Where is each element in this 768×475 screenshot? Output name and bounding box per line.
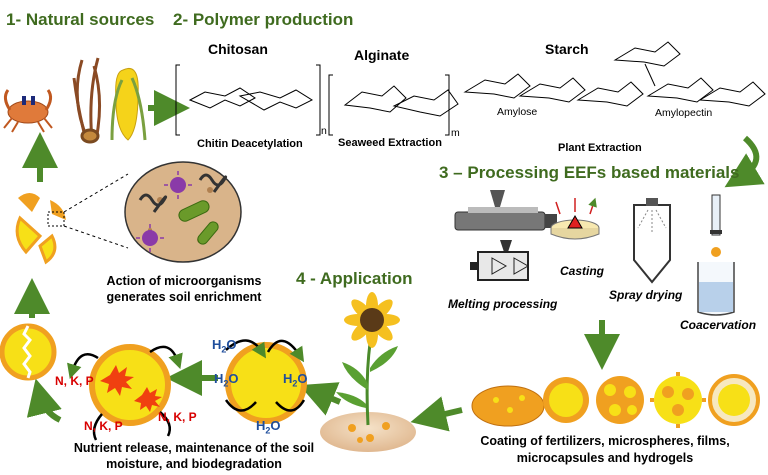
amylopectin-label: Amylopectin: [655, 107, 713, 119]
seaweed-icon: [72, 57, 102, 144]
coating-caption-line2: microcapsules and hydrogels: [516, 451, 694, 465]
seaweed-extraction-label: Seaweed Extraction: [338, 137, 442, 149]
water-label-top: H2O: [212, 337, 237, 355]
arrow-coating-to-application: [410, 396, 463, 432]
alginate-structure: [328, 74, 459, 136]
crab-icon: [3, 89, 53, 133]
water-uptake-capsule: [224, 339, 307, 424]
microorganism-view: [124, 161, 242, 263]
alginate-label: Alginate: [354, 47, 410, 63]
extruder-icon: [454, 190, 557, 281]
section-processing: 3 – Processing EEFs based materials: [439, 163, 740, 182]
nkp-label-left: N, K, P: [55, 374, 94, 388]
starch-label: Starch: [545, 41, 589, 57]
nkp-label-right: N, K, P: [158, 410, 197, 424]
nkp-label-bottom: N, K, P: [84, 419, 123, 433]
arrow-polymers-to-processing: [724, 135, 765, 188]
spray-dryer-icon: [633, 198, 671, 284]
nutrient-caption-line1: Nutrient release, maintenance of the soi…: [73, 441, 315, 455]
capsule-fragments: [15, 173, 129, 265]
sunflower-plant-icon: [320, 292, 416, 452]
chitosan-label: Chitosan: [208, 41, 268, 57]
chitosan-repeat-index: n: [321, 125, 327, 137]
nutrient-release-capsule: [67, 344, 183, 441]
chitin-deacetylation-label: Chitin Deacetylation: [197, 138, 303, 150]
nutrient-caption-line2: moisture, and biodegradation: [106, 457, 282, 471]
plant-extraction-label: Plant Extraction: [558, 142, 642, 154]
microorganisms-caption-line1: Action of microorganisms: [106, 274, 262, 288]
casting-dish-icon: [550, 198, 599, 240]
coacervation-beaker-icon: [697, 194, 735, 316]
microorganisms-caption-line2: generates soil enrichment: [106, 290, 262, 304]
spray-drying-label: Spray drying: [609, 288, 683, 302]
section-natural-sources: 1- Natural sources: [6, 10, 155, 29]
water-label-bottom: H2O: [256, 418, 281, 436]
coated-materials-row: [471, 372, 760, 428]
degrading-capsule: [0, 323, 57, 381]
water-label-right: H2O: [283, 371, 308, 389]
water-label-left: H2O: [214, 371, 239, 389]
chitosan-structure: [175, 64, 321, 136]
section-polymer-production: 2- Polymer production: [173, 10, 354, 29]
coating-caption-line1: Coating of fertilizers, microspheres, fi…: [480, 434, 730, 448]
starch-structure: [463, 41, 766, 107]
alginate-repeat-index: m: [451, 127, 460, 139]
arrow-nutrient-to-degradation: [26, 378, 62, 423]
melting-processing-label: Melting processing: [448, 297, 558, 311]
section-application: 4 - Application: [296, 269, 413, 288]
coacervation-label: Coacervation: [680, 318, 757, 332]
corn-icon: [110, 68, 147, 141]
casting-label: Casting: [560, 264, 605, 278]
amylose-label: Amylose: [497, 106, 538, 118]
arrow-application-to-water: [299, 382, 342, 416]
